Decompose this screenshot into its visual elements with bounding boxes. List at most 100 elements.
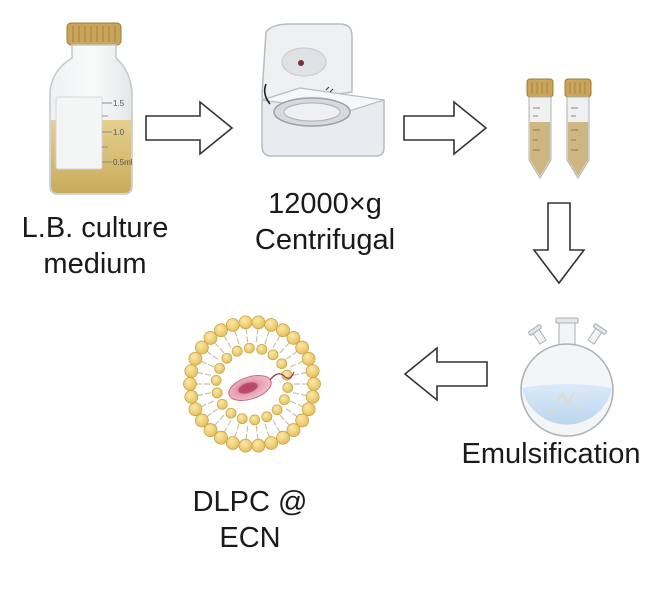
lipid-head-outer bbox=[301, 402, 316, 417]
lipid-tail bbox=[214, 341, 225, 354]
lipid-tail bbox=[292, 371, 307, 376]
lipid-head-outer bbox=[203, 331, 218, 345]
centrifuge-label-line2: Centrifugal bbox=[254, 224, 396, 256]
culture-label-line2: medium bbox=[43, 248, 147, 280]
lipid-head-inner bbox=[261, 411, 273, 423]
lipid-head-outer bbox=[264, 436, 279, 450]
centrifuge-label: 12000×g Centrifugal bbox=[225, 186, 425, 258]
lipid-head-inner bbox=[256, 343, 268, 355]
lipid-head-outer bbox=[203, 423, 218, 437]
bacterium-flagellum bbox=[269, 371, 295, 381]
liposome-icon bbox=[183, 315, 321, 453]
arrow-down-icon bbox=[532, 202, 586, 285]
culture-label: L.B. culture medium bbox=[0, 210, 190, 282]
lipid-tail bbox=[245, 425, 249, 440]
lipid-head-inner bbox=[276, 358, 288, 370]
lipid-head-outer bbox=[295, 340, 310, 355]
lipid-head-outer bbox=[251, 315, 266, 330]
bottle-mark-top: 1.5 bbox=[113, 99, 125, 108]
lipid-head-outer bbox=[295, 413, 310, 428]
lipid-tail bbox=[255, 425, 259, 440]
lipid-tail bbox=[206, 408, 219, 418]
lipid-tail bbox=[223, 335, 232, 348]
emulsification-label: Emulsification bbox=[440, 436, 662, 472]
lipid-head-outer bbox=[194, 340, 209, 355]
lipid-head-inner bbox=[279, 394, 290, 406]
lipid-head-inner bbox=[216, 398, 228, 410]
product-label-line2: ECN bbox=[219, 522, 281, 554]
lipid-tail bbox=[234, 330, 240, 345]
lipid-head-outer bbox=[251, 438, 266, 453]
lipid-tail bbox=[200, 360, 214, 368]
emulsification-label-line1: Emulsification bbox=[461, 438, 641, 470]
lipid-head-inner bbox=[231, 345, 243, 357]
lipid-tail bbox=[285, 408, 298, 418]
lipid-head-inner bbox=[271, 404, 283, 416]
lipid-head-outer bbox=[188, 351, 203, 366]
lipid-head-outer bbox=[264, 318, 279, 332]
centrifuge-icon bbox=[261, 23, 385, 157]
lipid-tail bbox=[264, 330, 270, 345]
lipid-head-inner bbox=[267, 349, 279, 361]
lipid-head-outer bbox=[286, 423, 301, 437]
bacterium-nucleoid bbox=[238, 382, 258, 394]
lipid-head-outer bbox=[184, 364, 199, 379]
lipid-head-inner bbox=[221, 352, 233, 364]
lipid-head-outer bbox=[305, 389, 320, 404]
arrow-left-icon bbox=[403, 346, 488, 402]
lipid-tail bbox=[272, 335, 281, 348]
lipid-head-outer bbox=[225, 436, 240, 450]
lipid-head-inner bbox=[249, 414, 261, 426]
lipid-head-inner bbox=[225, 407, 237, 419]
lipid-head-outer bbox=[305, 364, 320, 379]
product-label-line1: DLPC @ bbox=[192, 486, 308, 518]
lipid-head-outer bbox=[238, 315, 253, 330]
lipid-tail bbox=[285, 350, 298, 360]
lipid-tail bbox=[264, 423, 270, 438]
lipid-head-outer bbox=[238, 438, 253, 453]
lipid-head-outer bbox=[194, 413, 209, 428]
lipid-tail bbox=[223, 420, 232, 433]
arrow-right-icon-2 bbox=[403, 100, 488, 156]
lipid-head-outer bbox=[214, 323, 228, 338]
lipid-tail bbox=[234, 423, 240, 438]
lipid-head-outer bbox=[214, 430, 228, 445]
lipid-head-outer bbox=[184, 389, 199, 404]
lipid-head-inner bbox=[214, 362, 225, 374]
lipid-head-outer bbox=[225, 318, 240, 332]
lipid-tail bbox=[290, 360, 304, 368]
lipid-tail bbox=[206, 350, 219, 360]
product-label: DLPC @ ECN bbox=[150, 484, 350, 556]
lipid-tail bbox=[279, 414, 290, 427]
lipid-head-inner bbox=[211, 387, 223, 399]
lipid-tail bbox=[255, 328, 259, 343]
lipid-tail bbox=[272, 420, 281, 433]
lipid-head-outer bbox=[301, 351, 316, 366]
culture-label-line1: L.B. culture bbox=[21, 212, 169, 244]
lipid-tail bbox=[245, 328, 249, 343]
falcon-tubes-icon bbox=[526, 78, 592, 179]
lipid-tail bbox=[279, 341, 290, 354]
lipid-tail bbox=[214, 414, 225, 427]
lipid-head-outer bbox=[307, 377, 321, 391]
bottle-mark-mid: 1.0 bbox=[113, 128, 125, 137]
lipid-head-inner bbox=[210, 375, 222, 386]
lipid-head-outer bbox=[188, 402, 203, 417]
lipid-tail bbox=[290, 400, 304, 408]
lipid-head-outer bbox=[276, 323, 290, 338]
round-bottom-flask-icon bbox=[520, 317, 614, 437]
lipid-head-outer bbox=[276, 430, 290, 445]
lipid-head-inner bbox=[282, 382, 294, 393]
centrifuge-label-line1: 12000×g bbox=[268, 188, 382, 220]
lipid-head-outer bbox=[286, 331, 301, 345]
lipid-head-outer bbox=[183, 377, 197, 391]
lipid-tail bbox=[197, 392, 212, 397]
bottle-mark-low: 0.5ml bbox=[113, 158, 133, 167]
lipid-tail bbox=[197, 371, 212, 376]
culture-bottle-icon bbox=[49, 22, 133, 195]
lipid-tail bbox=[200, 400, 214, 408]
lipid-head-inner bbox=[236, 413, 248, 425]
lipid-head-inner bbox=[243, 342, 255, 354]
arrow-right-icon-1 bbox=[145, 100, 234, 156]
